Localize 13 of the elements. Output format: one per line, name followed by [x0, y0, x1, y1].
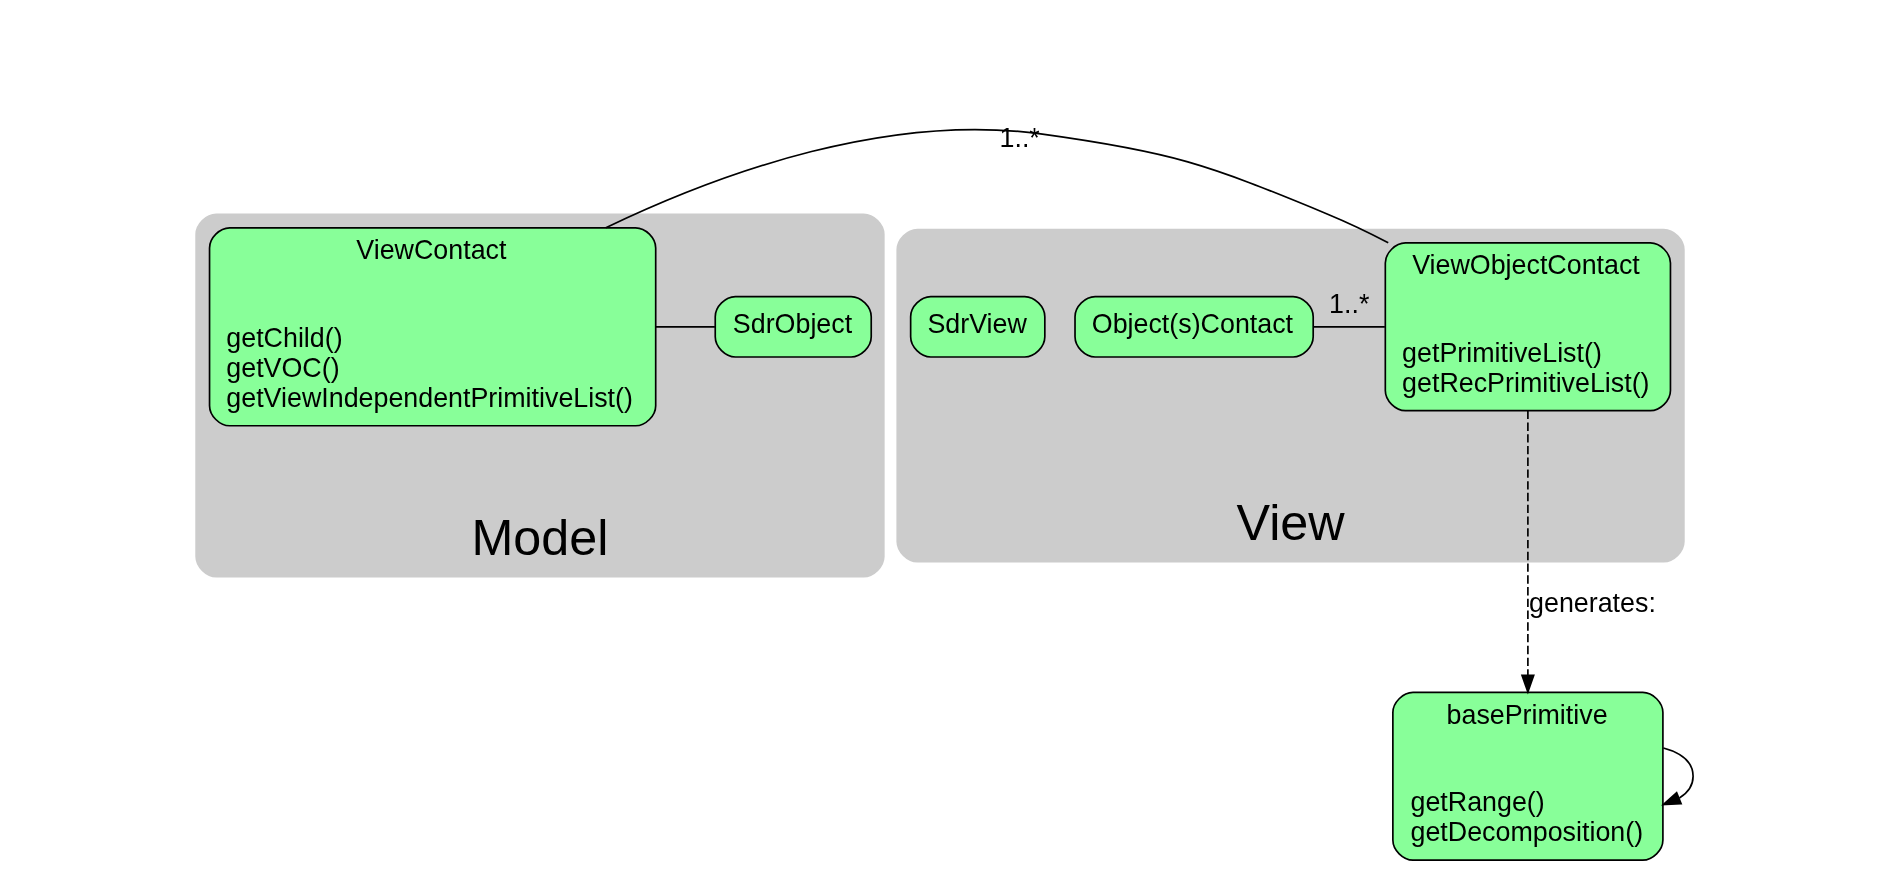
connector — [604, 128, 1389, 244]
arrow — [1660, 747, 1694, 806]
node-box: basePrimitive getRange() getDecomposition() — [1391, 691, 1664, 861]
node-box: Object(s)Contact — [1073, 295, 1314, 358]
node-box: ViewObjectContact getPrimitiveList() getRecPrimitiveList() — [1384, 242, 1671, 412]
node-box: ViewContact getChild() getVOC() getViewIndependentPrimitiveList() — [208, 227, 657, 427]
connector — [654, 325, 716, 328]
edge-label: generates: — [1528, 587, 1656, 618]
node-box: SdrView — [909, 295, 1046, 358]
arrow — [1520, 410, 1535, 695]
node-box: SdrObject — [713, 295, 872, 358]
edge-label: 1..* — [1328, 289, 1369, 320]
connector — [1311, 325, 1386, 328]
